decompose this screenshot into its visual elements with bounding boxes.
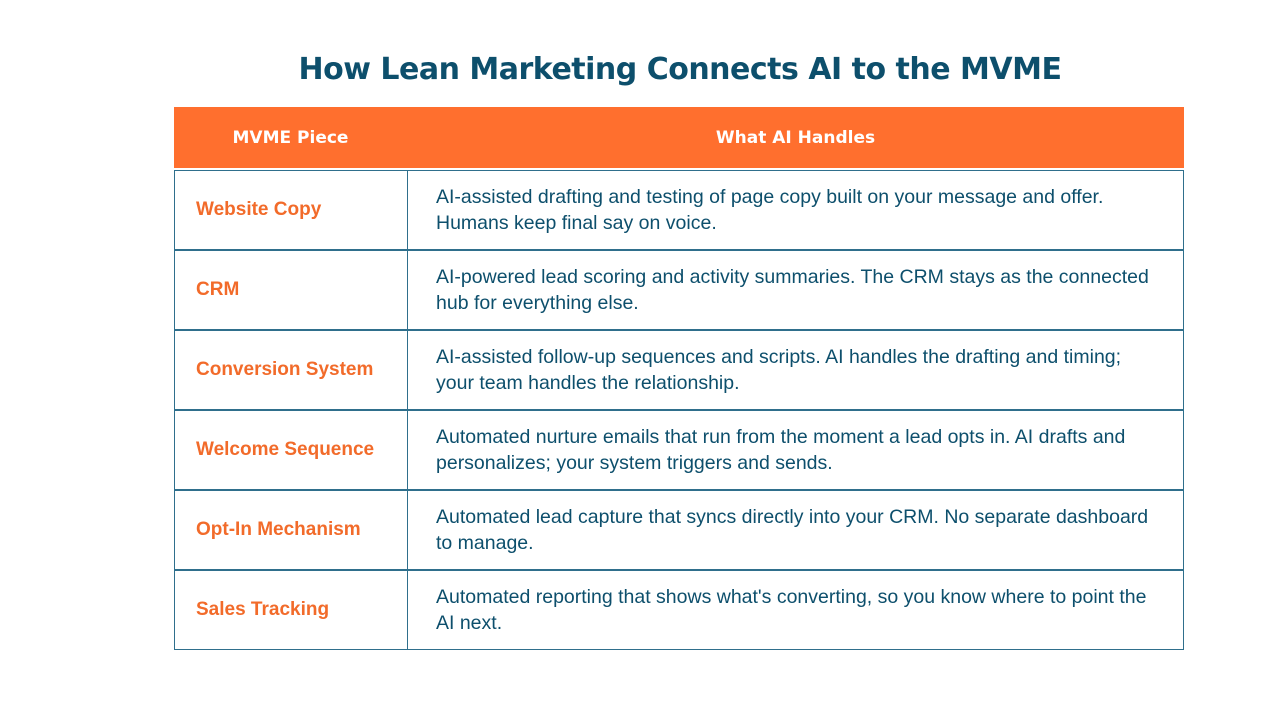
table-row: Welcome Sequence Automated nurture email…	[174, 410, 1184, 490]
mvme-piece-cell: Website Copy	[174, 170, 408, 250]
table-row: Sales Tracking Automated reporting that …	[174, 570, 1184, 650]
table-row: CRM AI-powered lead scoring and activity…	[174, 250, 1184, 330]
mvme-piece-cell: CRM	[174, 250, 408, 330]
column-header-mvme-piece: MVME Piece	[232, 127, 349, 148]
ai-handles-cell: Automated reporting that shows what's co…	[407, 570, 1184, 650]
ai-handles-cell: AI-powered lead scoring and activity sum…	[407, 250, 1184, 330]
table-row: Website Copy AI-assisted drafting and te…	[174, 170, 1184, 250]
mvme-piece-cell: Conversion System	[174, 330, 408, 410]
ai-handles-cell: AI-assisted drafting and testing of page…	[407, 170, 1184, 250]
ai-handles-cell: AI-assisted follow-up sequences and scri…	[407, 330, 1184, 410]
table-header: MVME Piece What AI Handles	[174, 107, 1184, 168]
mvme-piece-cell: Opt-In Mechanism	[174, 490, 408, 570]
ai-handles-cell: Automated nurture emails that run from t…	[407, 410, 1184, 490]
ai-handles-cell: Automated lead capture that syncs direct…	[407, 490, 1184, 570]
page-title: How Lean Marketing Connects AI to the MV…	[298, 52, 1062, 87]
mvme-piece-cell: Welcome Sequence	[174, 410, 408, 490]
mvme-piece-cell: Sales Tracking	[174, 570, 408, 650]
table-row: Opt-In Mechanism Automated lead capture …	[174, 490, 1184, 570]
table-row: Conversion System AI-assisted follow-up …	[174, 330, 1184, 410]
mvme-table: MVME Piece What AI Handles Website Copy …	[174, 107, 1184, 650]
column-header-what-ai-handles: What AI Handles	[715, 127, 876, 148]
